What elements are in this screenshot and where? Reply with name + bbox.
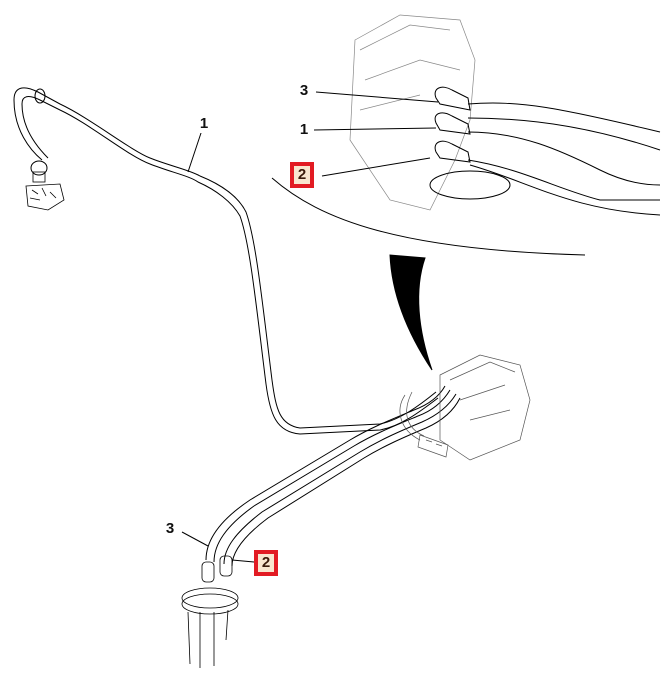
callout-3-inset: 3: [296, 82, 312, 100]
callout-3-bottom: 3: [162, 520, 178, 538]
callout-2-bottom: 2: [254, 550, 278, 576]
callout-1-main: 1: [196, 115, 212, 133]
detail-inset: [271, 14, 661, 371]
fuel-filter: [25, 171, 65, 211]
callout-2-inset: 2: [290, 162, 314, 188]
hose-2-3: [205, 385, 461, 567]
tank-pump-module: [181, 555, 239, 668]
callout-1-inset: 1: [296, 121, 312, 139]
engine-fuel-pump: [399, 354, 531, 461]
hose-1: [13, 87, 439, 435]
